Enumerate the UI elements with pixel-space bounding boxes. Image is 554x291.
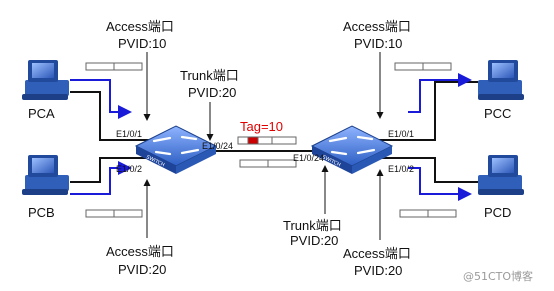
pc-pca: PCA: [22, 60, 69, 121]
link-pcd-right-switch: [372, 157, 478, 183]
port-label: E1/0/1: [388, 129, 414, 139]
pvid-label: PVID:20: [354, 263, 402, 278]
watermark: @51CTO博客: [463, 269, 533, 283]
port-label: E1/0/24: [293, 153, 324, 163]
computer-icon: [22, 60, 69, 100]
annotations: Access端口 PVID:10 Trunk端口 PVID:20 Access端…: [106, 19, 533, 283]
frame-untagged-trunk: [239, 159, 297, 168]
pc-pcc: PCC: [478, 60, 524, 121]
port-label: E1/0/1: [116, 129, 142, 139]
pc-label: PCA: [28, 106, 55, 121]
frame-tagged-trunk: [237, 136, 297, 145]
frame-flow-arrows: [70, 73, 472, 201]
pvid-label: PVID:20: [290, 233, 338, 248]
link-pcc-right-switch: [372, 81, 478, 141]
access-label: Access端口: [106, 19, 174, 34]
frame-untagged-pcd: [399, 209, 457, 218]
annotation-arrows: [143, 52, 384, 240]
flow-arrow-pcb: [70, 161, 132, 195]
link-pca-left-switch: [70, 91, 155, 141]
frame-untagged-pcb: [85, 209, 143, 218]
computer-icon: [22, 155, 69, 195]
left-switch: SWITCH: [134, 125, 218, 174]
access-label: Access端口: [343, 246, 411, 261]
pc-label: PCB: [28, 205, 55, 220]
pc-pcd: PCD: [478, 155, 524, 220]
switch-icon: SWITCH: [310, 125, 394, 174]
pvid-label: PVID:10: [118, 36, 166, 51]
right-switch: SWITCH: [310, 125, 394, 174]
pvid-label: PVID:20: [188, 85, 236, 100]
flow-arrow-pcc: [408, 73, 472, 113]
pvid-label: PVID:20: [118, 262, 166, 277]
flow-arrow-pca: [70, 79, 132, 119]
port-label: E1/0/2: [116, 164, 142, 174]
computer-icon: [478, 155, 524, 195]
pvid-label: PVID:10: [354, 36, 402, 51]
pc-label: PCD: [484, 205, 511, 220]
trunk-label: Trunk端口: [283, 218, 342, 233]
port-label: E1/0/2: [388, 164, 414, 174]
computer-icon: [478, 60, 524, 100]
flow-arrow-pcd: [408, 167, 472, 201]
access-label: Access端口: [106, 244, 174, 259]
port-labels: E1/0/1 E1/0/2 E1/0/24 E1/0/24 E1/0/1 E1/…: [116, 129, 414, 174]
trunk-label: Trunk端口: [180, 68, 239, 83]
link-pcb-left-switch: [70, 157, 155, 183]
tag-label: Tag=10: [240, 119, 283, 134]
frames: [85, 62, 457, 218]
port-label: E1/0/24: [202, 141, 233, 151]
frame-untagged-pcc: [394, 62, 452, 71]
links: [70, 81, 478, 183]
pc-pcb: PCB: [22, 155, 69, 220]
switch-icon: SWITCH: [134, 125, 218, 174]
frame-untagged-pca: [85, 62, 143, 71]
access-label: Access端口: [343, 19, 411, 34]
pc-label: PCC: [484, 106, 511, 121]
